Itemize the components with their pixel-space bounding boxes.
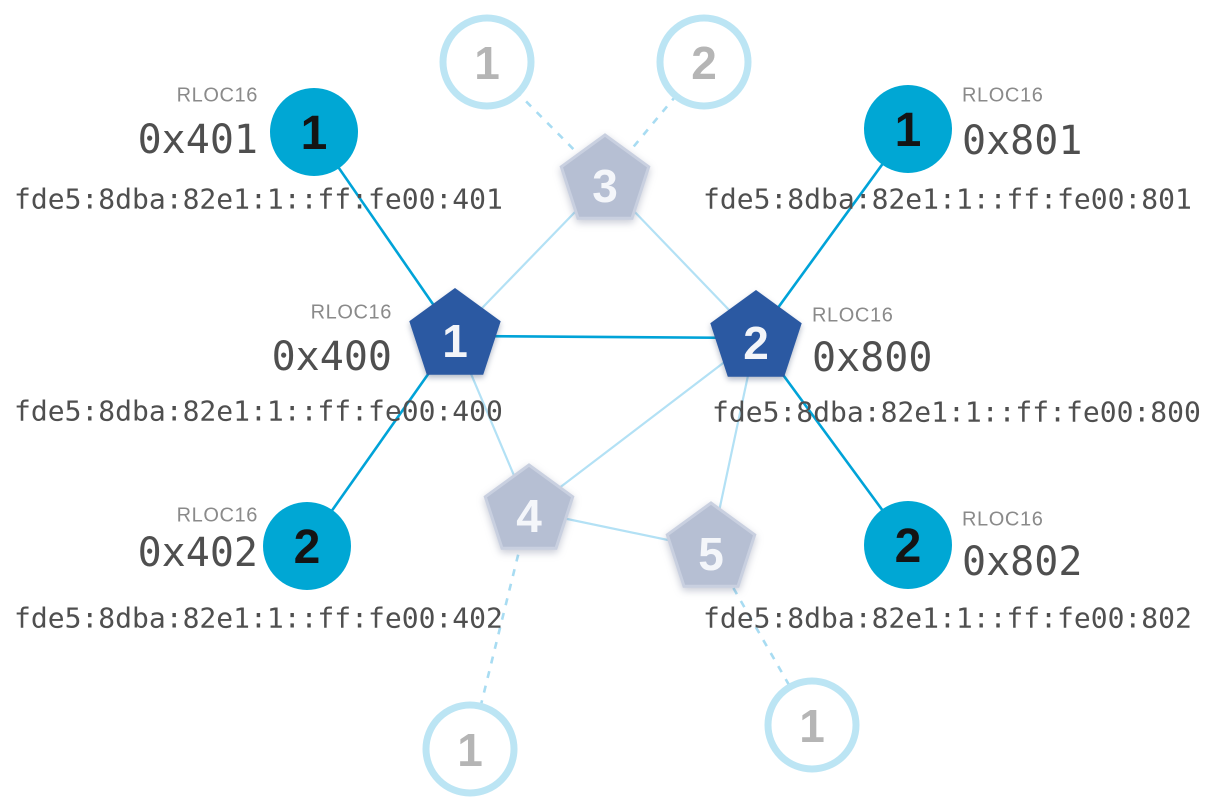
rloc16-title-child-402: RLOC16 [176,504,258,527]
inactive-router-pentagon-icon[interactable] [483,463,575,550]
node-number: 3 [592,160,618,212]
node-router-1[interactable]: 1 [409,288,501,375]
sleepy-child-circle-icon[interactable] [439,14,535,110]
node-child-top-2[interactable]: 2 [656,14,752,110]
sleepy-child-circle-icon[interactable] [656,14,752,110]
router-pentagon-icon[interactable] [710,290,802,377]
node-child-401[interactable]: 1 [270,88,358,176]
link-router-2-router-4 [528,337,757,512]
node-child-402[interactable]: 2 [263,502,351,590]
node-child-802[interactable]: 2 [864,501,952,589]
ipv6-address-router-1: fde5:8dba:82e1:1::ff:fe00:400 [14,394,503,428]
node-number: 2 [294,521,321,574]
node-child-801[interactable]: 1 [864,85,952,173]
ipv6-address-router-2: fde5:8dba:82e1:1::ff:fe00:800 [712,395,1201,429]
sleepy-child-circle-icon[interactable] [764,677,860,773]
node-router-3[interactable]: 3 [559,133,651,220]
rloc16-title-child-802: RLOC16 [962,508,1044,531]
node-child-bottom-left[interactable]: 1 [422,701,518,797]
nodes-layer: 1 2 3 4 5 1 1 2 2 1 2 1 1 [263,14,952,797]
inactive-router-pentagon-icon[interactable] [559,133,651,220]
ipv6-address-child-802: fde5:8dba:82e1:1::ff:fe00:802 [703,601,1192,635]
node-number: 2 [743,317,769,369]
node-child-top-1[interactable]: 1 [439,14,535,110]
rloc16-value-router-2: 0x800 [812,335,933,381]
rloc16-value-child-402: 0x402 [137,530,258,576]
child-circle-icon[interactable] [263,502,351,590]
rloc16-title-router-2: RLOC16 [812,304,894,327]
node-number: 1 [457,724,483,776]
rloc16-value-child-401: 0x401 [137,117,258,163]
node-number: 1 [895,104,922,157]
link-router-4-child-bottom-left [468,510,531,750]
sleepy-child-circle-icon[interactable] [422,701,518,797]
node-number: 2 [895,520,922,573]
child-circle-icon[interactable] [864,85,952,173]
rloc16-value-child-802: 0x802 [962,539,1083,585]
router-pentagon-icon[interactable] [409,288,501,375]
rloc16-title-child-801: RLOC16 [962,84,1044,107]
inactive-router-pentagon-icon[interactable] [665,501,757,588]
ipv6-address-child-801: fde5:8dba:82e1:1::ff:fe00:801 [703,182,1192,216]
node-number: 1 [799,700,825,752]
node-number: 1 [474,37,500,89]
ipv6-address-child-401: fde5:8dba:82e1:1::ff:fe00:401 [14,182,503,216]
node-number: 4 [516,490,542,542]
node-number: 1 [442,315,468,367]
node-number: 5 [698,528,724,580]
node-number: 1 [301,107,328,160]
rloc16-value-router-1: 0x400 [271,334,392,380]
node-router-4[interactable]: 4 [483,463,575,550]
ipv6-address-child-402: fde5:8dba:82e1:1::ff:fe00:402 [14,601,503,635]
node-child-bottom-right[interactable]: 1 [764,677,860,773]
child-circle-icon[interactable] [864,501,952,589]
node-router-5[interactable]: 5 [665,501,757,588]
node-number: 2 [691,37,717,89]
child-circle-icon[interactable] [270,88,358,176]
node-router-2[interactable]: 2 [710,290,802,377]
link-router-3-child-top-2 [604,61,705,182]
rloc16-title-child-401: RLOC16 [176,84,258,107]
link-router-1-router-2 [454,334,757,340]
rloc16-value-child-801: 0x801 [962,118,1083,164]
rloc16-title-router-1: RLOC16 [310,301,392,324]
